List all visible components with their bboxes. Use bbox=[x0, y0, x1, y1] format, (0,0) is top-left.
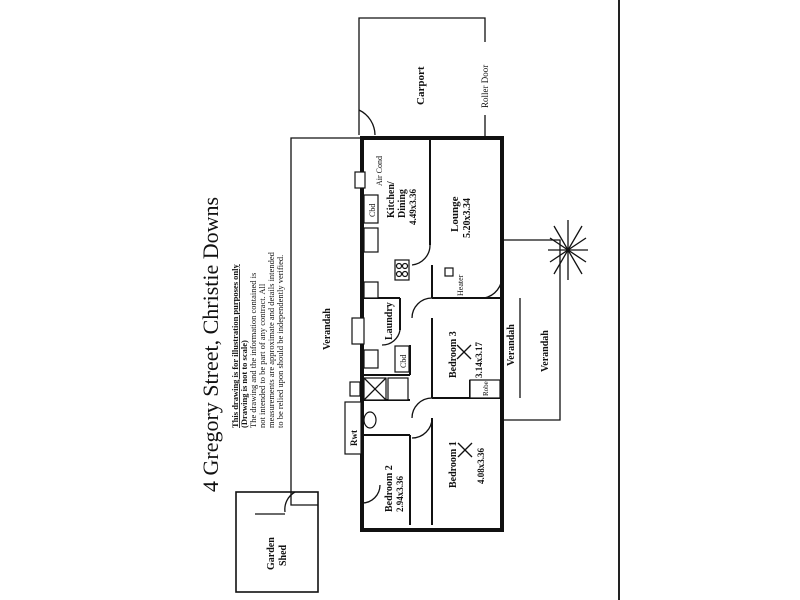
wc bbox=[363, 349, 379, 369]
garden-shed bbox=[235, 491, 319, 593]
laundry-trough bbox=[363, 281, 379, 299]
bedroom-1-label: Bedroom 1 bbox=[448, 441, 459, 488]
roller-door-label: Roller Door bbox=[480, 65, 490, 108]
kitchen-cupboard bbox=[363, 194, 379, 224]
verandah-outline bbox=[290, 137, 561, 506]
heater-label: Heater bbox=[456, 274, 465, 296]
kitchen-label: Kitchen/ bbox=[386, 181, 397, 218]
fixtures bbox=[344, 171, 501, 455]
page-edge-line bbox=[618, 0, 620, 600]
laundry-tub bbox=[351, 317, 365, 345]
bedroom-1-size: 4.08x3.36 bbox=[476, 448, 486, 485]
bedroom-3-size: 3.14x3.17 bbox=[474, 342, 484, 379]
cupboard-2 bbox=[394, 345, 410, 373]
laundry-label: Laundry bbox=[384, 302, 395, 340]
lounge-size: 5.20x3.34 bbox=[462, 198, 473, 238]
disclaimer-line-2: (Drawing is not to scale) bbox=[239, 340, 249, 428]
kitchen-size: 4.49x3.36 bbox=[408, 189, 418, 226]
fan-icon bbox=[456, 344, 472, 360]
air-cond-label: Air Cond bbox=[375, 156, 384, 186]
bedroom-3-label: Bedroom 3 bbox=[448, 331, 459, 378]
bedroom-2-size: 2.94x3.36 bbox=[395, 476, 405, 513]
ceiling-fan-icons bbox=[456, 344, 473, 458]
heater-unit bbox=[444, 267, 454, 277]
disclaimer-line-6: to be relied upon should be independentl… bbox=[275, 255, 285, 428]
carport bbox=[358, 17, 486, 138]
palm-tree-icon bbox=[548, 220, 588, 280]
shed-label: Shed bbox=[278, 544, 289, 566]
rwt-tank bbox=[344, 401, 362, 455]
title-block: 4 Gregory Street, Christie Downs This dr… bbox=[198, 197, 285, 492]
room-labels: Carport Roller Door Air Cond Cbd Kitchen… bbox=[266, 65, 551, 570]
door-swings bbox=[361, 244, 503, 504]
robe-box bbox=[469, 379, 501, 399]
garden-label: Garden bbox=[266, 537, 277, 570]
bedroom-2-label: Bedroom 2 bbox=[384, 465, 395, 512]
cbd-label-1: Cbd bbox=[368, 204, 377, 217]
plan-title: 4 Gregory Street, Christie Downs bbox=[198, 197, 223, 492]
disclaimer-line-4: not intended to be part of any contract.… bbox=[257, 283, 267, 428]
vanity-basin bbox=[363, 411, 377, 429]
verandah-inner-label: Verandah bbox=[506, 324, 517, 366]
fan-icon bbox=[457, 442, 473, 458]
rwt-label: Rwt bbox=[349, 430, 359, 446]
stove bbox=[394, 259, 410, 281]
verandah-main-label: Verandah bbox=[322, 308, 333, 350]
kitchen-sink bbox=[363, 227, 379, 253]
verandah-outer-label: Verandah bbox=[540, 330, 551, 372]
air-cond-unit bbox=[354, 171, 366, 189]
dining-label: Dining bbox=[397, 189, 408, 218]
disclaimer-line-1: This drawing is for illustration purpose… bbox=[230, 264, 240, 428]
lounge-label: Lounge bbox=[449, 196, 461, 232]
carport-label: Carport bbox=[415, 66, 427, 105]
hws-unit bbox=[349, 381, 361, 397]
disclaimer-line-3: The drawing and the information containe… bbox=[248, 273, 258, 428]
bath bbox=[387, 377, 409, 401]
disclaimer-line-5: measurements are approximate and details… bbox=[266, 251, 276, 428]
robe-label: Robe bbox=[482, 381, 490, 396]
cbd-label-2: Cbd bbox=[399, 355, 408, 368]
